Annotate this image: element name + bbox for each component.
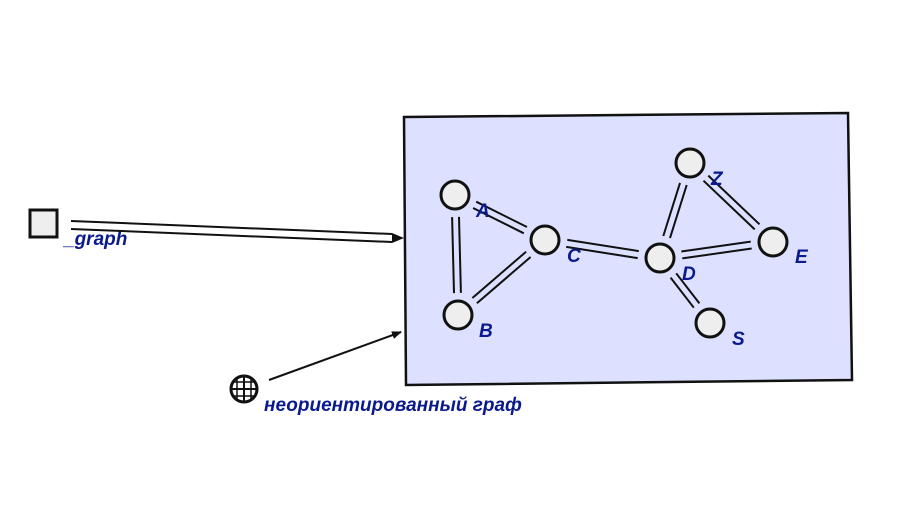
edge-stroke (475, 200, 528, 228)
edge-stroke (675, 272, 701, 305)
edge-stroke (702, 179, 756, 231)
edge-stroke (451, 217, 455, 294)
graph-node-label-b: B (479, 321, 493, 342)
edge-stroke (472, 207, 525, 235)
source-to-contour-connector[interactable] (70, 220, 404, 243)
edge-stroke (669, 184, 688, 239)
edge-stroke (681, 240, 751, 253)
graph-node-c[interactable] (529, 224, 561, 256)
nodes-layer: A B C D Z E S (439, 147, 809, 350)
graph-node-label-z: Z (710, 169, 724, 190)
source-node-label: _graph (62, 229, 127, 250)
class-to-contour-arrow[interactable] (268, 331, 402, 381)
edge-stroke (471, 250, 527, 299)
edges-layer (451, 174, 761, 309)
edge-a-b[interactable] (451, 216, 462, 294)
square-node-icon[interactable] (28, 208, 59, 239)
edge-c-d[interactable] (566, 238, 639, 260)
graph-node-label-d: D (682, 264, 696, 285)
edge-z-e[interactable] (702, 174, 761, 231)
edge-stroke (458, 216, 462, 293)
graph-node-a[interactable] (439, 179, 471, 211)
edge-stroke (662, 182, 681, 237)
edge-d-z[interactable] (662, 182, 688, 239)
graph-node-z[interactable] (674, 147, 706, 179)
globe-node-icon[interactable] (229, 374, 259, 404)
edge-stroke (707, 174, 761, 226)
graph-node-label-s: S (732, 329, 745, 350)
graph-node-s[interactable] (694, 307, 726, 339)
graph-node-label-c: C (567, 246, 581, 267)
graph-node-d[interactable] (644, 242, 676, 274)
edge-stroke (567, 238, 639, 253)
edge-d-e[interactable] (681, 240, 752, 260)
graph-node-b[interactable] (442, 299, 474, 331)
graph-node-label-a: A (475, 201, 490, 222)
edge-d-s[interactable] (669, 272, 701, 309)
edge-stroke (669, 276, 695, 309)
graph-node-e[interactable] (757, 226, 789, 258)
graph-node-label-e: E (795, 247, 809, 268)
edge-a-c[interactable] (472, 200, 528, 235)
edge-stroke (476, 256, 532, 305)
edge-stroke (682, 247, 752, 260)
class-node-label: неориентированный граф (264, 395, 522, 416)
edge-stroke (566, 245, 638, 260)
edge-b-c[interactable] (471, 250, 532, 305)
